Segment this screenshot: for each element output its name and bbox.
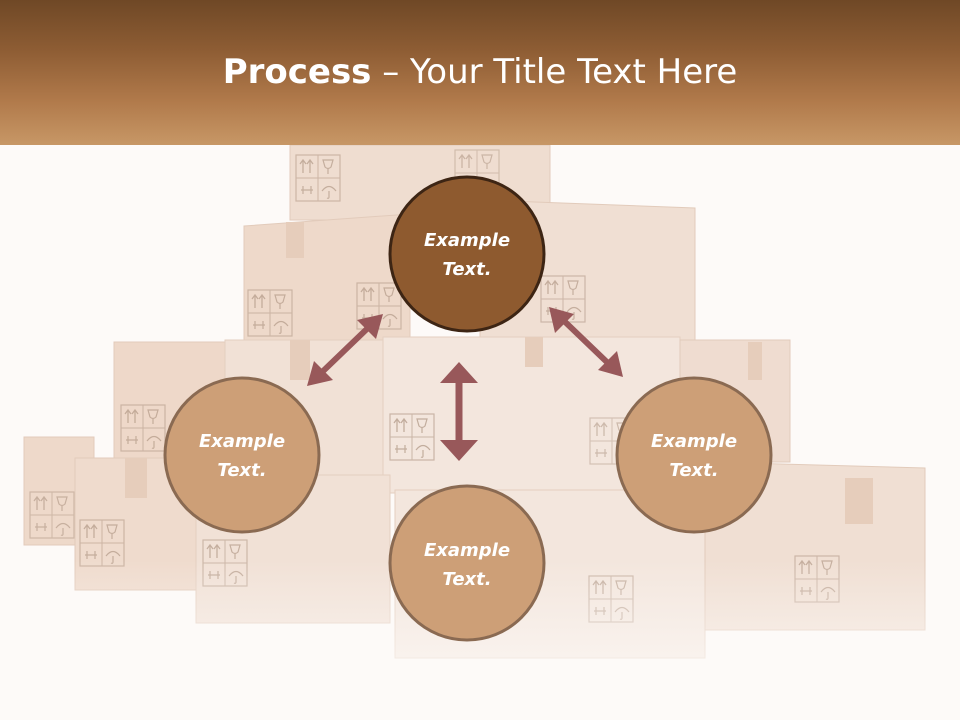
circle-bottom[interactable]: Example Text. <box>388 484 546 642</box>
title-rest: – Your Title Text Here <box>371 52 738 92</box>
circle-bottom-line1: Example <box>424 540 510 561</box>
slide-title[interactable]: Process – Your Title Text Here <box>0 52 960 92</box>
circle-right[interactable]: Example Text. <box>615 376 773 534</box>
circle-left[interactable]: Example Text. <box>163 376 321 534</box>
diagram-stage: Example Text. Example Text. Example Text… <box>0 145 960 720</box>
circle-left-line2: Text. <box>217 460 266 481</box>
circle-right-line2: Text. <box>669 460 718 481</box>
circle-left-line1: Example <box>199 431 285 452</box>
arrow-center-vertical <box>440 362 478 461</box>
title-bold: Process <box>222 52 372 92</box>
arrow-top-right <box>549 307 623 377</box>
circle-right-line1: Example <box>651 431 737 452</box>
title-bar <box>0 0 960 145</box>
circle-bottom-line2: Text. <box>442 569 491 590</box>
circle-top-line2: Text. <box>442 259 491 280</box>
circle-top[interactable]: Example Text. <box>388 175 546 333</box>
arrow-top-left <box>307 314 383 386</box>
circle-top-line1: Example <box>424 230 510 251</box>
